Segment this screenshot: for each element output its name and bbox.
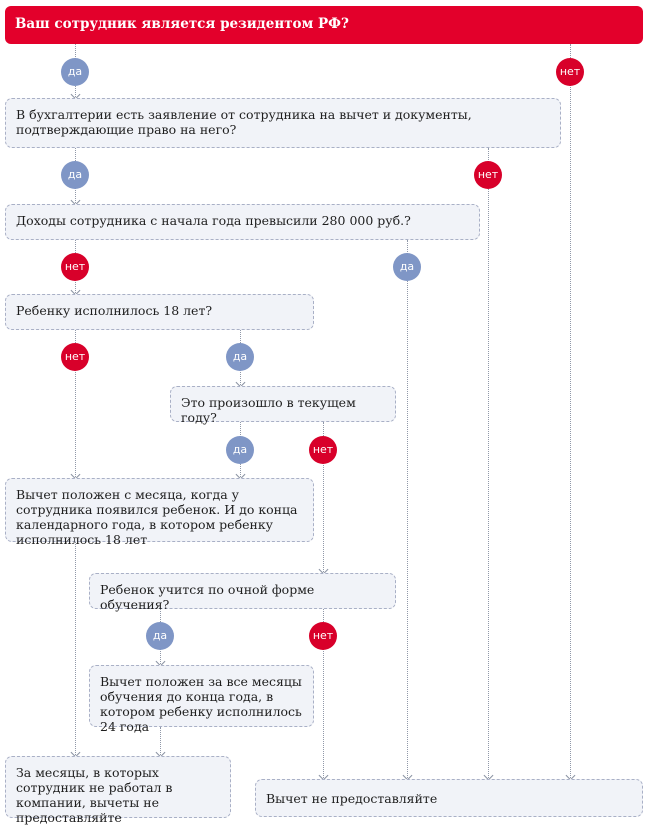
no-badge: нет bbox=[474, 161, 502, 189]
resident-question-header: Ваш сотрудник является резидентом РФ? bbox=[5, 6, 643, 44]
connector-line bbox=[407, 240, 408, 778]
documents-question-box: В бухгалтерии есть заявление от сотрудни… bbox=[5, 98, 561, 148]
no-badge: нет bbox=[61, 343, 89, 371]
current-year-question-box: Это произошло в текущем году? bbox=[170, 386, 396, 425]
yes-badge: да bbox=[226, 436, 254, 464]
deduction-until-24-box: Вычет положен за все месяцы обучения до … bbox=[89, 665, 314, 734]
no-deduction-months-box: За месяцы, в которых сотрудник не работа… bbox=[5, 756, 231, 825]
yes-badge: да bbox=[61, 58, 89, 86]
no-badge: нет bbox=[556, 58, 584, 86]
connector-line bbox=[75, 542, 76, 755]
yes-badge: да bbox=[393, 253, 421, 281]
no-badge: нет bbox=[309, 622, 337, 650]
no-deduction-box: Вычет не предоставляйте bbox=[255, 779, 643, 817]
no-badge: нет bbox=[309, 436, 337, 464]
connector-line bbox=[323, 609, 324, 778]
connector-line bbox=[488, 148, 489, 778]
income-question-box: Доходы сотрудника с начала года превысил… bbox=[5, 204, 480, 240]
no-badge: нет bbox=[61, 253, 89, 281]
connector-line bbox=[570, 44, 571, 778]
connector-line bbox=[75, 330, 76, 477]
connector-line bbox=[160, 727, 161, 755]
child-age-question-box: Ребенку исполнилось 18 лет? bbox=[5, 294, 314, 330]
yes-badge: да bbox=[226, 343, 254, 371]
deduction-until-18-box: Вычет положен с месяца, когда у сотрудни… bbox=[5, 478, 314, 547]
yes-badge: да bbox=[61, 161, 89, 189]
yes-badge: да bbox=[146, 622, 174, 650]
full-time-study-question-box: Ребенок учится по очной форме обучения? bbox=[89, 573, 396, 612]
connector-line bbox=[323, 422, 324, 572]
